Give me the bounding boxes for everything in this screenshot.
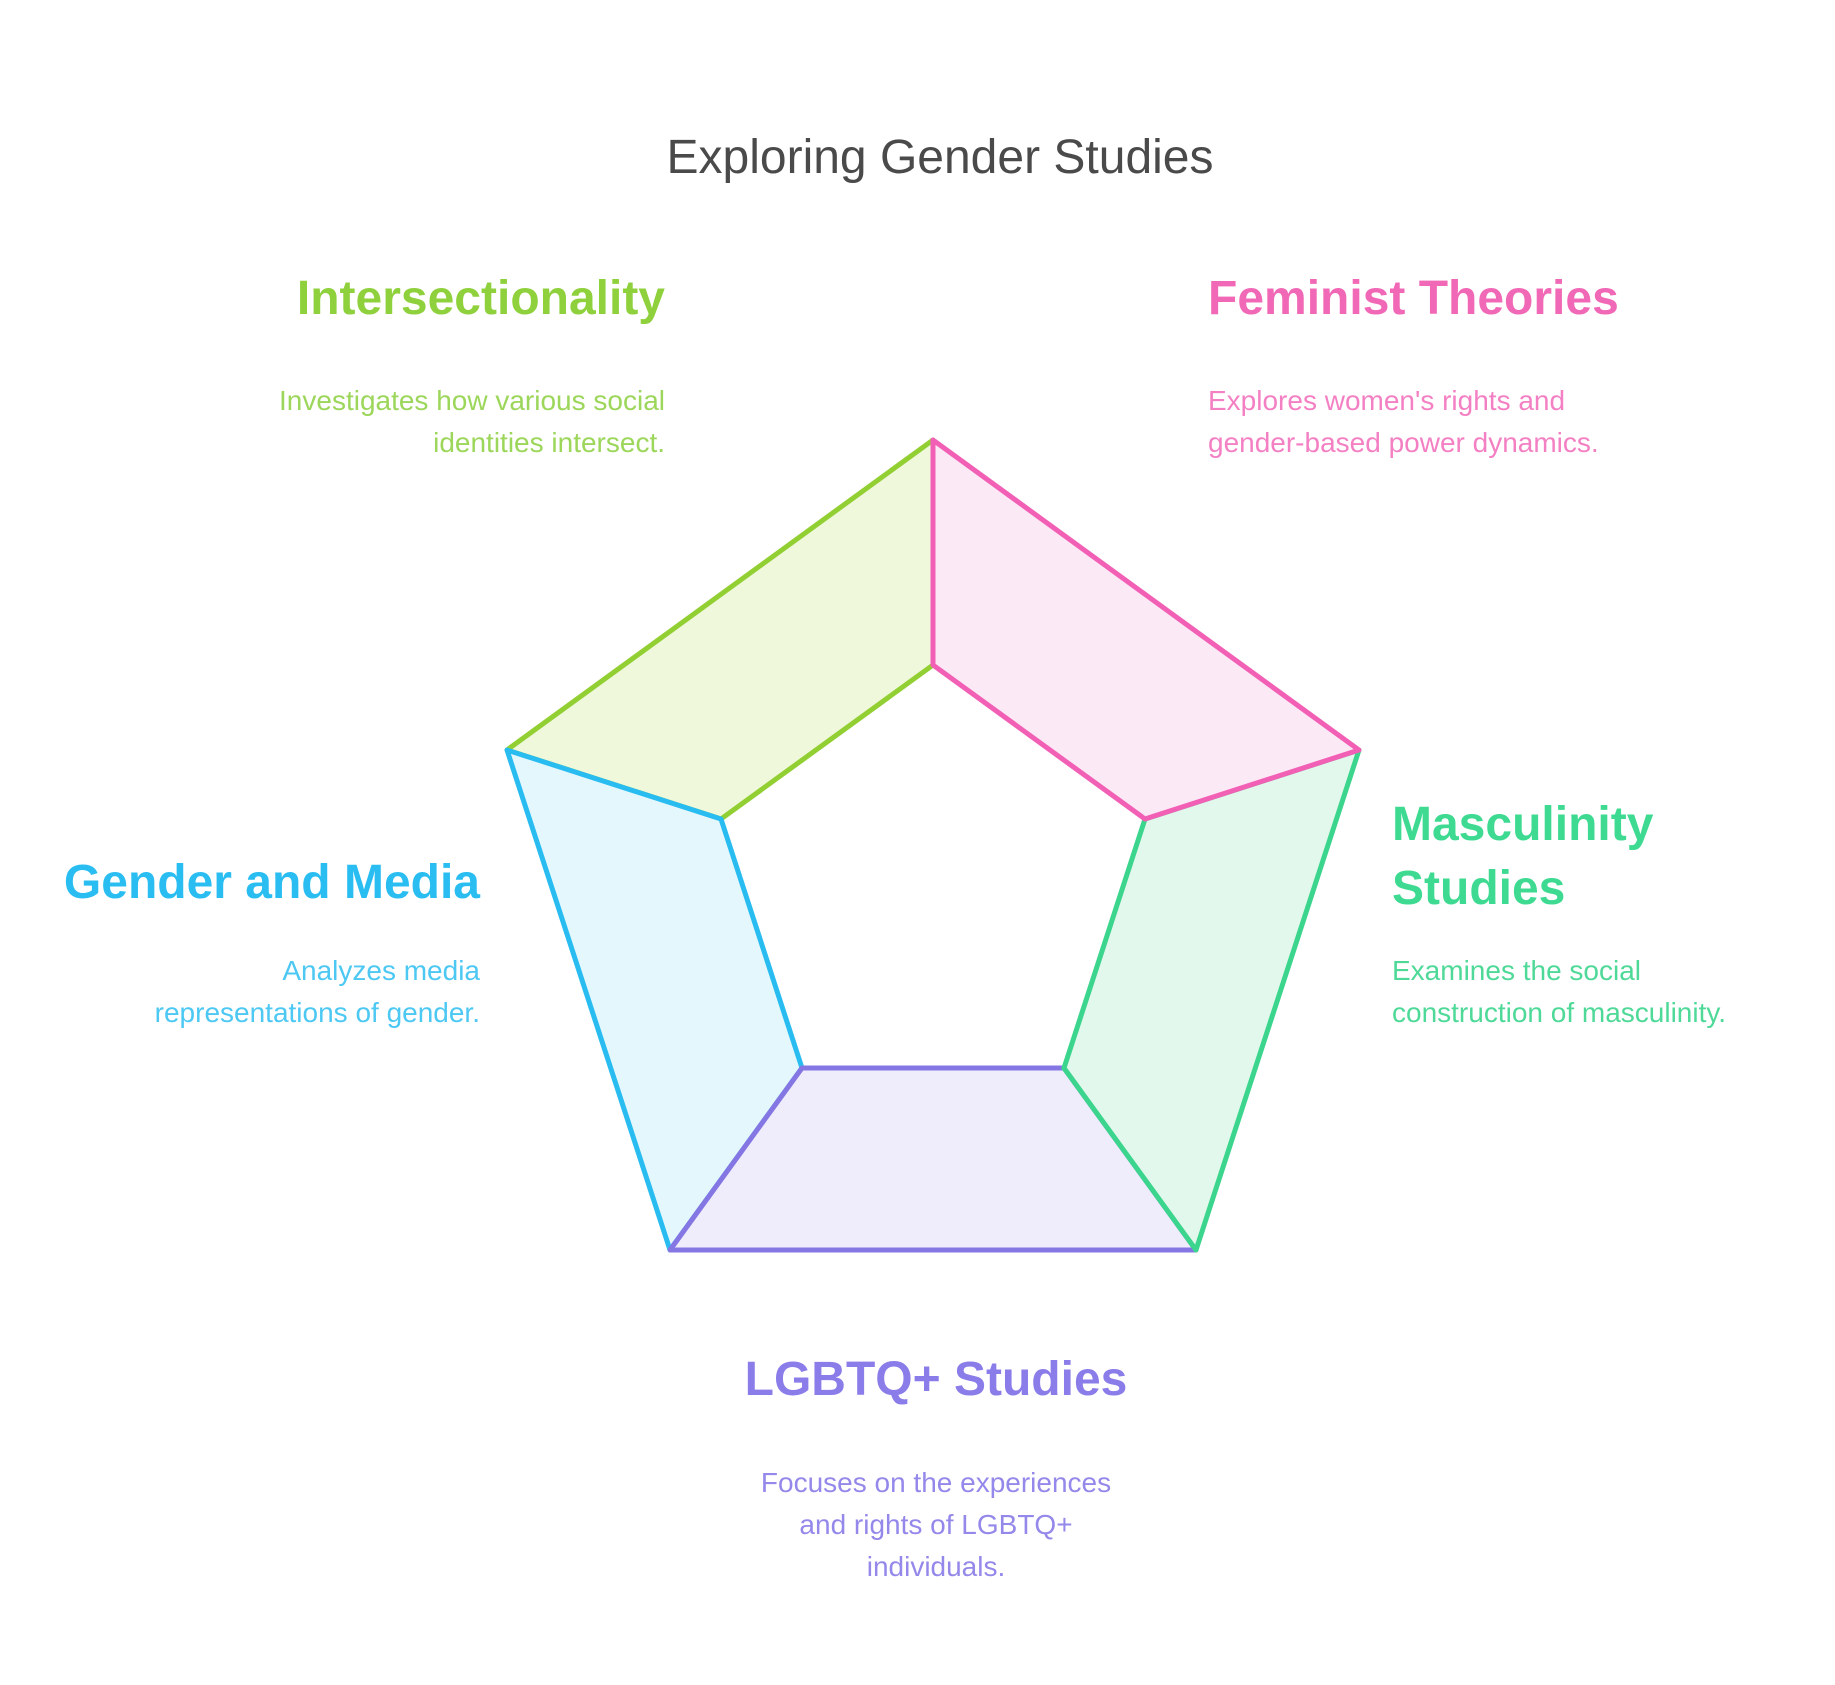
segment-label-gender-and-media: Gender and Media xyxy=(63,856,480,909)
segment-label-intersectionality: Intersectionality xyxy=(296,272,665,325)
segment-shape-feminist-theories xyxy=(930,437,1362,822)
segment-shape-intersectionality xyxy=(504,437,936,822)
page-title: Exploring Gender Studies xyxy=(666,131,1214,184)
segment-label-feminist-theories: Feminist Theories xyxy=(1208,272,1619,325)
segment-label-lgbtq-studies: LGBTQ+ Studies xyxy=(744,1353,1128,1406)
